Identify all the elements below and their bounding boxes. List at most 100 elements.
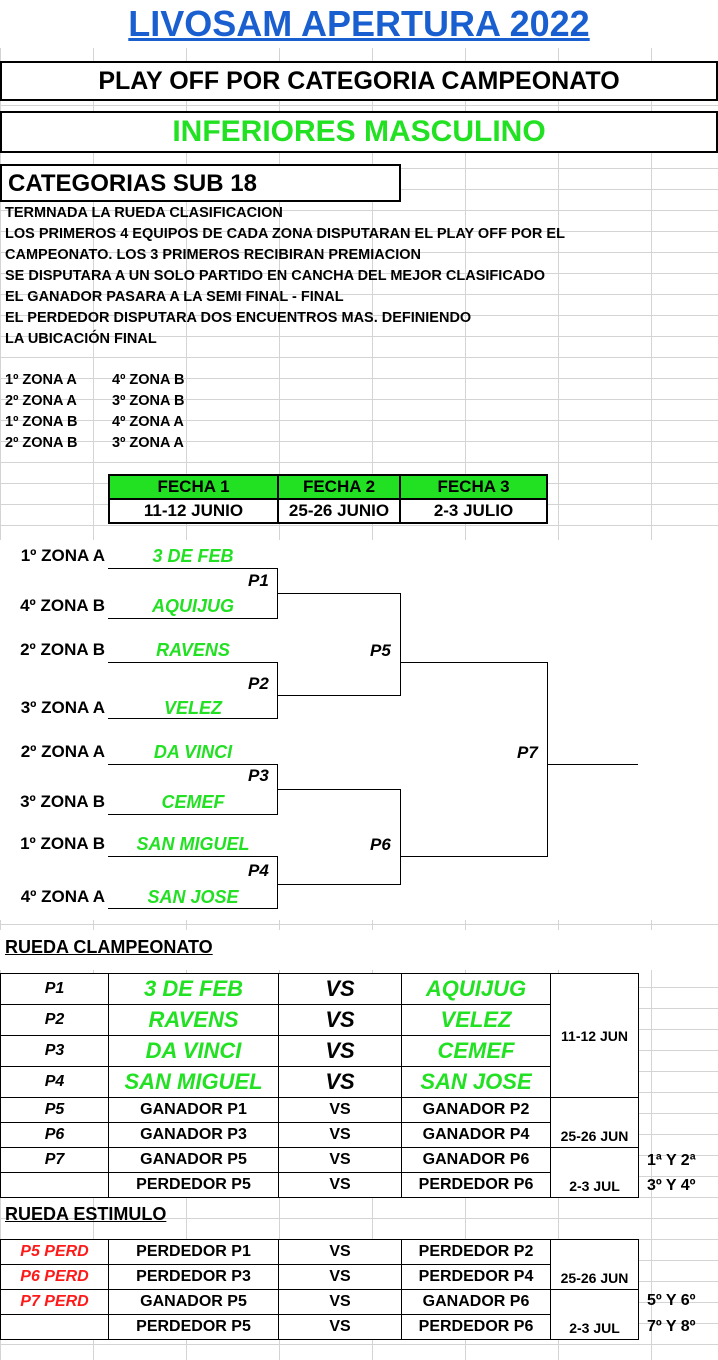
- bracket-team: VELEZ: [163, 698, 222, 718]
- bracket-line: [108, 662, 278, 663]
- bracket-seed: 2º ZONA B: [20, 640, 105, 659]
- division-title: INFERIORES MASCULINO: [0, 111, 718, 153]
- bracket-seed: 1º ZONA A: [20, 546, 105, 565]
- fecha-1-date: 11-12 JUNIO: [108, 498, 279, 524]
- home-team: GANADOR P5: [108, 1289, 279, 1315]
- pairing-seed: 4º ZONA A: [112, 414, 184, 430]
- bracket-seed: 2º ZONA A: [20, 742, 105, 761]
- match-date: 25-26 JUN: [550, 1097, 639, 1148]
- pairing-seed: 2º ZONA A: [5, 393, 77, 409]
- bracket-line: [547, 764, 638, 765]
- bracket-team: RAVENS: [156, 640, 230, 660]
- match-id: P2: [0, 1004, 109, 1036]
- home-team: GANADOR P5: [108, 1147, 279, 1173]
- bracket-line: [108, 856, 278, 857]
- home-team: DA VINCI: [108, 1035, 279, 1067]
- vs-label: VS: [278, 1147, 402, 1173]
- bracket-team: AQUIJUG: [151, 596, 234, 616]
- vs-label: VS: [278, 1004, 402, 1036]
- match-id: P3: [0, 1035, 109, 1067]
- match-id: P7 PERD: [0, 1289, 109, 1315]
- away-team: SAN JOSE: [401, 1066, 551, 1098]
- match-id: P6: [0, 1122, 109, 1148]
- rules-text: TERMNADA LA RUEDA CLASIFICACION LOS PRIM…: [5, 203, 565, 350]
- match-date: 25-26 JUN: [550, 1239, 639, 1290]
- match-id: P4: [0, 1066, 109, 1098]
- bracket-seed: 3º ZONA B: [20, 792, 105, 811]
- bracket-seed: 4º ZONA A: [20, 887, 105, 906]
- page-title: LIVOSAM APERTURA 2022: [0, 0, 718, 48]
- fecha-2-header: FECHA 2: [277, 474, 401, 500]
- rule-line: EL GANADOR PASARA A LA SEMI FINAL - FINA…: [5, 289, 344, 305]
- bracket-team: DA VINCI: [153, 742, 233, 762]
- vs-label: VS: [278, 1172, 402, 1198]
- bracket-line: [108, 718, 278, 719]
- match-label: P3: [248, 766, 269, 785]
- away-team: CEMEF: [401, 1035, 551, 1067]
- bracket-line: [277, 662, 278, 719]
- home-team: GANADOR P3: [108, 1122, 279, 1148]
- bracket-line: [108, 814, 278, 815]
- vs-label: VS: [278, 1035, 402, 1067]
- away-team: AQUIJUG: [401, 973, 551, 1005]
- estimulo-table: P5 PERD PERDEDOR P1 VS PERDEDOR P2 25-26…: [0, 1239, 639, 1340]
- bracket-line: [277, 884, 401, 885]
- bracket-seed: 1º ZONA B: [20, 834, 105, 853]
- home-team: PERDEDOR P1: [108, 1239, 279, 1265]
- pairing-seed: 1º ZONA B: [5, 414, 78, 430]
- match-id: [0, 1314, 109, 1340]
- bracket-line: [108, 568, 278, 569]
- vs-label: VS: [278, 1314, 402, 1340]
- bracket-line: [108, 908, 278, 909]
- estimulo-heading: RUEDA ESTIMULO: [5, 1204, 167, 1224]
- match-id: P7: [0, 1147, 109, 1173]
- vs-label: VS: [278, 1122, 402, 1148]
- pairing-seed: 3º ZONA A: [112, 435, 184, 451]
- bracket-seed: 3º ZONA A: [20, 698, 105, 717]
- pairing-seed: 2º ZONA B: [5, 435, 78, 451]
- pairing-seed: 1º ZONA A: [5, 372, 77, 388]
- away-team: PERDEDOR P2: [401, 1239, 551, 1265]
- bracket-line: [400, 789, 401, 885]
- bracket-line: [108, 764, 278, 765]
- bracket-line: [277, 789, 401, 790]
- campeonato-table: P1 3 DE FEB VS AQUIJUG 11-12 JUN P2 RAVE…: [0, 973, 639, 1198]
- match-label: P7: [517, 743, 538, 762]
- match-id: [0, 1172, 109, 1198]
- match-label: P2: [248, 674, 269, 693]
- away-team: GANADOR P6: [401, 1289, 551, 1315]
- rule-line: TERMNADA LA RUEDA CLASIFICACION: [5, 205, 283, 221]
- away-team: VELEZ: [401, 1004, 551, 1036]
- rule-line: LOS PRIMEROS 4 EQUIPOS DE CADA ZONA DISP…: [5, 226, 565, 242]
- home-team: SAN MIGUEL: [108, 1066, 279, 1098]
- away-team: PERDEDOR P4: [401, 1264, 551, 1290]
- home-team: PERDEDOR P5: [108, 1172, 279, 1198]
- pairing-seed: 3º ZONA B: [112, 393, 185, 409]
- away-team: GANADOR P2: [401, 1097, 551, 1123]
- rule-line: SE DISPUTARA A UN SOLO PARTIDO EN CANCHA…: [5, 268, 546, 284]
- match-id: P5 PERD: [0, 1239, 109, 1265]
- away-team: GANADOR P4: [401, 1122, 551, 1148]
- placement-label: 5º Y 6º: [647, 1292, 696, 1309]
- match-label: P5: [370, 641, 391, 660]
- bracket-team: SAN MIGUEL: [136, 834, 250, 854]
- pairings-list: 1º ZONA A 4º ZONA B 2º ZONA A 3º ZONA B 1º…: [5, 370, 184, 454]
- match-date: 2-3 JUL: [550, 1289, 639, 1340]
- vs-label: VS: [278, 1239, 402, 1265]
- bracket-team: 3 DE FEB: [152, 546, 234, 566]
- match-date: 2-3 JUL: [550, 1147, 639, 1198]
- subtitle: PLAY OFF POR CATEGORIA CAMPEONATO: [0, 61, 718, 101]
- home-team: RAVENS: [108, 1004, 279, 1036]
- bracket-line: [400, 856, 548, 857]
- home-team: GANADOR P1: [108, 1097, 279, 1123]
- match-label: P1: [248, 571, 269, 590]
- vs-label: VS: [278, 1289, 402, 1315]
- bracket-line: [547, 662, 548, 857]
- match-id: P6 PERD: [0, 1264, 109, 1290]
- bracket: 1º ZONA A 4º ZONA B 2º ZONA B 3º ZONA A …: [0, 540, 718, 920]
- vs-label: VS: [278, 1066, 402, 1098]
- bracket-line: [277, 695, 401, 696]
- home-team: 3 DE FEB: [108, 973, 279, 1005]
- fecha-3-header: FECHA 3: [399, 474, 548, 500]
- pairing-seed: 4º ZONA B: [112, 372, 185, 388]
